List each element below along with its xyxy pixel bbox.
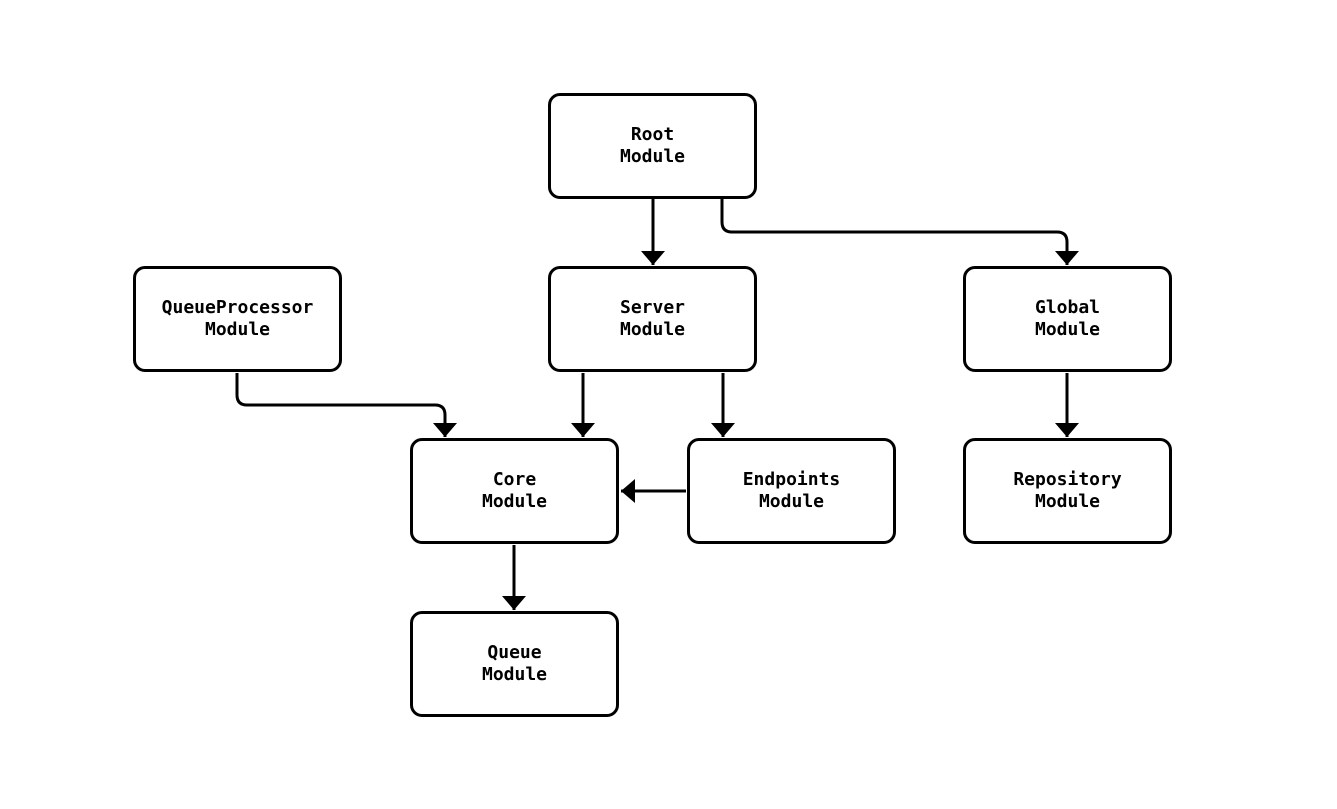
- node-core-module: Core Module: [410, 438, 619, 544]
- node-queueprocessor-module: QueueProcessor Module: [133, 266, 342, 372]
- node-queue-module: Queue Module: [410, 611, 619, 717]
- node-endpoints-module-label: Endpoints Module: [742, 469, 841, 512]
- node-server-module-label: Server Module: [619, 297, 686, 340]
- edge-queueprocessor-to-core: [235, 373, 457, 437]
- node-queueprocessor-module-label: QueueProcessor Module: [161, 297, 314, 340]
- node-global-module-label: Global Module: [1034, 297, 1101, 340]
- node-root-module-label: Root Module: [619, 124, 686, 167]
- node-repository-module: Repository Module: [963, 438, 1172, 544]
- node-root-module: Root Module: [548, 93, 757, 199]
- node-server-module: Server Module: [548, 266, 757, 372]
- node-queue-module-label: Queue Module: [481, 642, 548, 685]
- node-global-module: Global Module: [963, 266, 1172, 372]
- node-core-module-label: Core Module: [481, 469, 548, 512]
- node-endpoints-module: Endpoints Module: [687, 438, 896, 544]
- edge-root-to-global: [720, 199, 1079, 265]
- node-repository-module-label: Repository Module: [1013, 469, 1122, 512]
